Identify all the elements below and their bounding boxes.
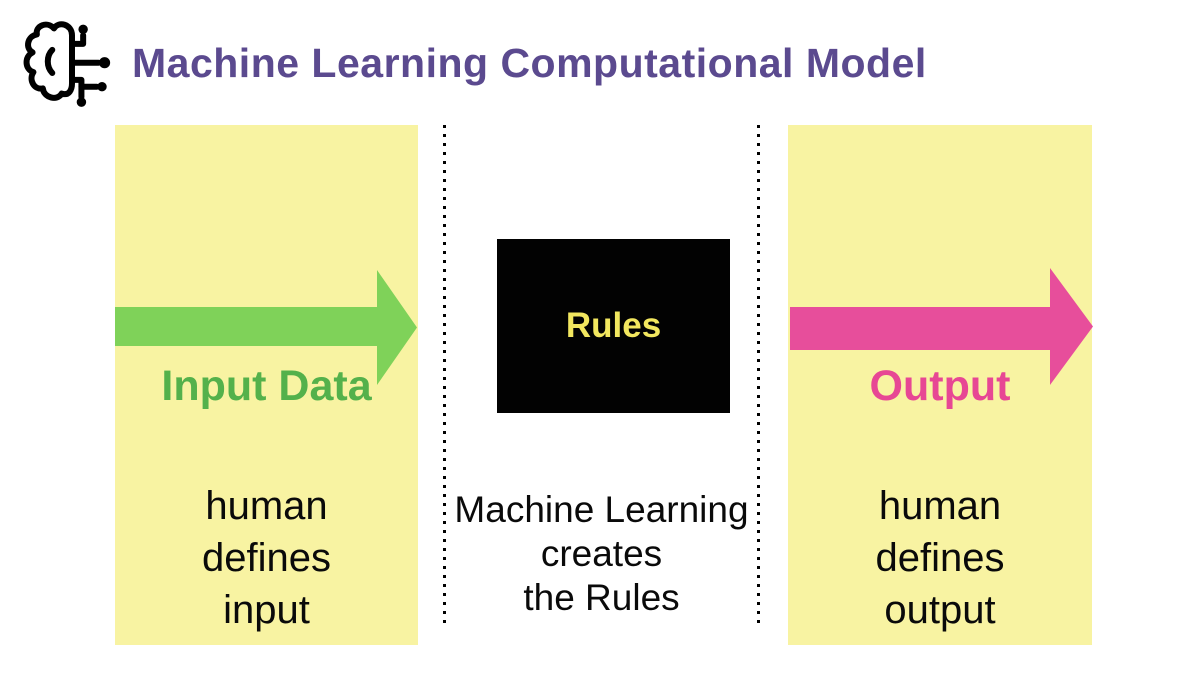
- output-panel: Output human defines output: [788, 125, 1093, 645]
- output-description: human defines output: [788, 480, 1092, 636]
- output-description-line: human: [878, 484, 1002, 528]
- input-arrow-icon: [115, 270, 417, 385]
- right-dotted-divider: [757, 125, 760, 623]
- rules-label: Rules: [565, 306, 662, 345]
- process-description-line: the Rules: [523, 577, 680, 618]
- input-description-line: input: [223, 588, 310, 632]
- process-description-line: Machine Learning: [454, 489, 749, 530]
- left-dotted-divider: [443, 125, 446, 623]
- input-description-line: defines: [202, 536, 331, 580]
- process-column: Rules Machine Learning creates the Rules: [443, 125, 760, 623]
- process-description: Machine Learning creates the Rules: [443, 488, 760, 620]
- rules-box: Rules: [497, 239, 730, 413]
- output-arrow-icon: [790, 268, 1093, 385]
- output-description-line: output: [884, 588, 996, 632]
- output-label: Output: [869, 362, 1011, 410]
- input-data-label: Input Data: [161, 362, 372, 410]
- process-description-line: creates: [540, 533, 663, 574]
- input-description: human defines input: [115, 480, 418, 636]
- page-title: Machine Learning Computational Model: [132, 40, 927, 86]
- input-panel: Input Data human defines input: [115, 125, 418, 645]
- output-description-line: defines: [875, 536, 1005, 580]
- brain-circuit-icon: [23, 21, 111, 107]
- input-description-line: human: [205, 484, 328, 528]
